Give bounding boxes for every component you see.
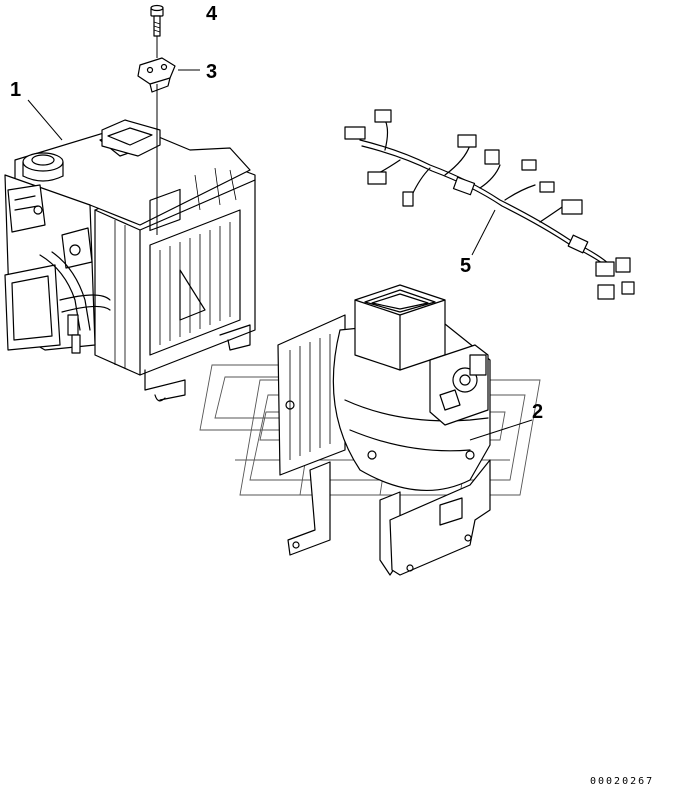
wiring-harness-icon xyxy=(344,109,635,300)
callout-4: 4 xyxy=(206,3,218,25)
callout-3: 3 xyxy=(206,61,217,83)
heater-unit-icon xyxy=(4,119,256,402)
plate-bracket-icon xyxy=(137,57,176,93)
bolt-icon xyxy=(150,4,164,37)
document-number: 00020267 xyxy=(590,776,654,787)
callout-2-leader xyxy=(469,419,533,441)
callout-2: 2 xyxy=(532,401,543,423)
callout-5-leader xyxy=(471,209,496,256)
callout-1-leader xyxy=(27,99,63,141)
callout-5: 5 xyxy=(460,255,471,277)
callout-1: 1 xyxy=(10,79,21,101)
blower-motor-icon xyxy=(277,284,491,576)
